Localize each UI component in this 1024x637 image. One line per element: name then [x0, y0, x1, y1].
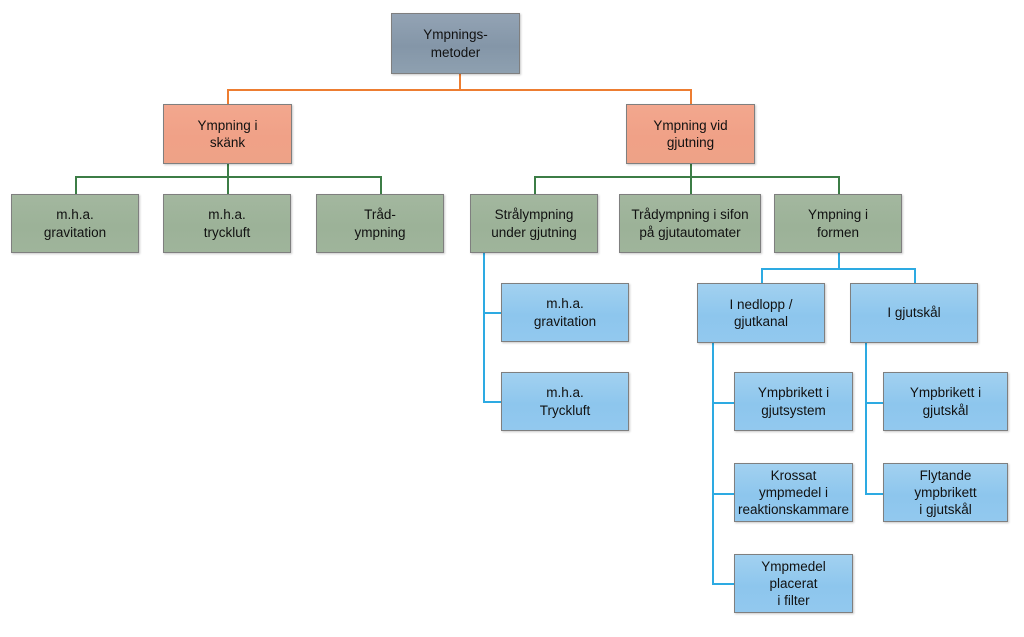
- connector-to-stralympning: [534, 176, 536, 194]
- node-tradympning[interactable]: Tråd- ympning: [316, 194, 444, 253]
- connector-formen-bus: [761, 268, 916, 270]
- connector-stral-to-tryckluft2: [483, 401, 501, 403]
- connector-stral-trunk: [483, 253, 485, 403]
- connector-to-tryckluft: [227, 176, 229, 194]
- connector-to-formen: [838, 176, 840, 194]
- connector-nedlopp-to-brikettsystem: [712, 402, 734, 404]
- connector-to-gjutskal: [914, 268, 916, 283]
- node-ympningsmetoder[interactable]: Ympnings- metoder: [391, 13, 520, 74]
- connector-gjutskal-to-brikettskal: [865, 402, 883, 404]
- node-flytande-ympbrikett[interactable]: Flytande ympbrikett i gjutskål: [883, 463, 1008, 522]
- connector-gjutning-bus: [534, 176, 839, 178]
- connector-stral-to-gravitation2: [483, 312, 501, 314]
- connector-to-skank: [227, 89, 229, 106]
- node-ympning-i-skank[interactable]: Ympning i skänk: [163, 104, 292, 164]
- connector-gjutskal-trunk: [865, 343, 867, 493]
- connector-skank-stem: [227, 163, 229, 177]
- node-mha-tryckluft-blue[interactable]: m.h.a. Tryckluft: [501, 372, 629, 431]
- node-tradympning-i-sifon[interactable]: Trådympning i sifon på gjutautomater: [619, 194, 761, 253]
- node-mha-gravitation-blue[interactable]: m.h.a. gravitation: [501, 283, 629, 342]
- node-stralympning-under-gjutning[interactable]: Strålympning under gjutning: [470, 194, 598, 253]
- node-i-gjutskal[interactable]: I gjutskål: [850, 283, 978, 343]
- connector-gjutning-stem: [690, 163, 692, 177]
- node-ympmedel-i-filter[interactable]: Ympmedel placerat i filter: [734, 554, 853, 613]
- connector-to-sifon: [690, 176, 692, 194]
- connector-nedlopp-trunk: [712, 343, 714, 583]
- connector-level2-bus: [227, 89, 692, 91]
- node-ympning-vid-gjutning[interactable]: Ympning vid gjutning: [626, 104, 755, 164]
- connector-to-nedlopp: [761, 268, 763, 283]
- node-i-nedlopp-gjutkanal[interactable]: I nedlopp / gjutkanal: [697, 283, 825, 343]
- node-krossat-ympmedel[interactable]: Krossat ympmedel i reaktionskammare: [734, 463, 853, 522]
- connector-formen-stem: [838, 253, 840, 269]
- connector-to-tradympning: [380, 176, 382, 194]
- connector-gjutskal-to-flytande: [865, 493, 883, 495]
- connector-to-gjutning: [690, 89, 692, 106]
- connector-nedlopp-to-krossat: [712, 493, 734, 495]
- connector-root-stem: [459, 74, 461, 90]
- node-mha-gravitation[interactable]: m.h.a. gravitation: [11, 194, 139, 253]
- node-mha-tryckluft[interactable]: m.h.a. tryckluft: [163, 194, 291, 253]
- connector-to-gravitation: [75, 176, 77, 194]
- node-ympbrikett-i-gjutskal[interactable]: Ympbrikett i gjutskål: [883, 372, 1008, 431]
- connector-nedlopp-to-filter: [712, 583, 734, 585]
- node-ympning-i-formen[interactable]: Ympning i formen: [774, 194, 902, 253]
- node-ympbrikett-i-gjutsystem[interactable]: Ympbrikett i gjutsystem: [734, 372, 853, 431]
